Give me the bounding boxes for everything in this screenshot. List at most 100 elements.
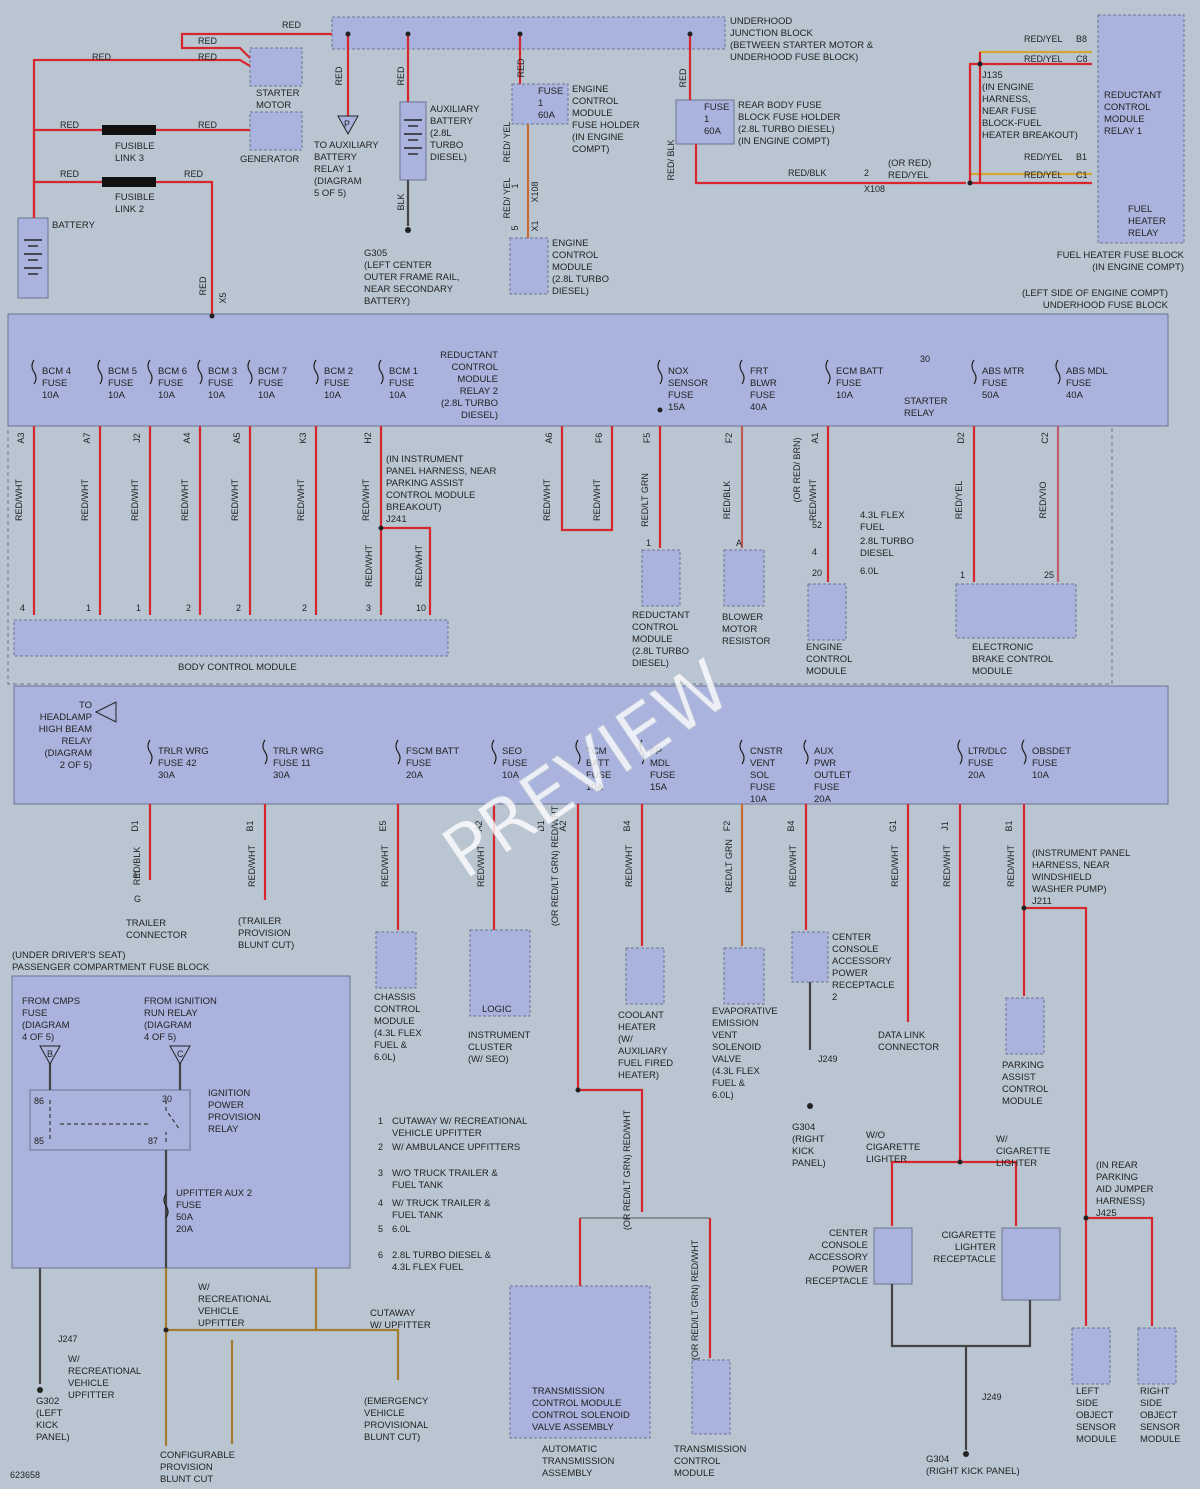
- ecm-top-block: [509, 237, 549, 295]
- ecm-fuse-holder-block: [511, 83, 569, 125]
- wire-label: RED/WHT: [890, 845, 900, 887]
- splice-icon: [163, 1327, 169, 1333]
- splice-icon: [977, 61, 983, 67]
- connector-pin-label: D1: [536, 820, 546, 832]
- diagram-label: 2: [236, 603, 241, 613]
- lower-wires: [38, 804, 1154, 1450]
- connector-pin-label: H2: [363, 432, 373, 444]
- wire-label: RED/ YEL: [502, 122, 512, 163]
- wire-label: RED: [92, 52, 112, 62]
- ignition-relay-block: [29, 1089, 191, 1151]
- wire-label: RED/WHT: [624, 845, 634, 887]
- wire-label: RED/LT GRN: [640, 473, 650, 527]
- diagram-label: 6: [378, 1250, 383, 1260]
- diagram-label: J249: [982, 1392, 1002, 1402]
- fuse-icon: [971, 359, 977, 385]
- underhood-junction-block: [331, 16, 726, 50]
- fuse-icon: [739, 359, 745, 385]
- diagram-label: 87: [148, 1136, 158, 1146]
- diagram-label: 3: [366, 603, 371, 613]
- diagram-label: RED/YEL: [1024, 152, 1063, 162]
- diagram-label: X108: [864, 184, 885, 194]
- splice-icon: [967, 180, 973, 186]
- diagram-label: 30: [920, 354, 930, 364]
- wire-label: 1: [510, 183, 520, 188]
- top-labels: RED RED RED RED RED RED RED RED: [60, 20, 302, 179]
- wire-label: RED/WHT: [808, 479, 818, 521]
- rear-body-fuse-block: [675, 99, 735, 145]
- splice-icon: [1021, 905, 1027, 911]
- wire-label: RED: [198, 36, 218, 46]
- reductant-control-module-block: [641, 549, 681, 607]
- splice-icon: [807, 1103, 813, 1109]
- wire-label: RED/WHT: [180, 479, 190, 521]
- splice-icon: [575, 1087, 581, 1093]
- connector-pin-label: F6: [594, 433, 604, 444]
- diagram-label: 2: [378, 1142, 383, 1152]
- legend-label: W/ AMBULANCE UPFITTERS: [392, 1142, 520, 1153]
- wire-label: RED/YEL: [954, 481, 964, 520]
- wire-label: RED: [282, 20, 302, 30]
- wire-label: (OR RED/LT GRN) RED/WHT: [550, 805, 560, 926]
- fuse-icon: [803, 739, 809, 765]
- fuse-icon: [639, 739, 645, 765]
- wire-label: (OR RED/ BRN): [792, 437, 802, 502]
- splice-icon: [209, 313, 215, 319]
- splice-icon: [957, 1159, 963, 1165]
- diagram-id: 623658: [10, 1470, 40, 1480]
- wire-label: RED/WHT: [476, 845, 486, 887]
- diagram-label: J249: [818, 1054, 838, 1064]
- wire-label: RED/WHT: [247, 845, 257, 887]
- splice-icon: [378, 525, 384, 531]
- connector-pin-label: K3: [298, 432, 308, 443]
- diagram-label: 85: [34, 1136, 44, 1146]
- connector-pin-label: D1: [130, 820, 140, 832]
- fuse-icon: [1021, 739, 1027, 765]
- diagram-label: 1: [136, 603, 141, 613]
- splice-icon: [687, 31, 693, 37]
- fuse-icon: [491, 739, 497, 765]
- fuse-icon: [31, 359, 37, 385]
- battery-block: [17, 217, 49, 299]
- diagram-label: 86: [34, 1096, 44, 1106]
- headlamp-connector-icon: [94, 701, 117, 723]
- connector-pin-label: D2: [956, 432, 966, 444]
- legend-label: W/O TRUCK TRAILER &FUEL TANK: [392, 1168, 498, 1191]
- battery-label: BATTERY: [52, 220, 96, 231]
- connector-pin-label: B1: [1004, 820, 1014, 831]
